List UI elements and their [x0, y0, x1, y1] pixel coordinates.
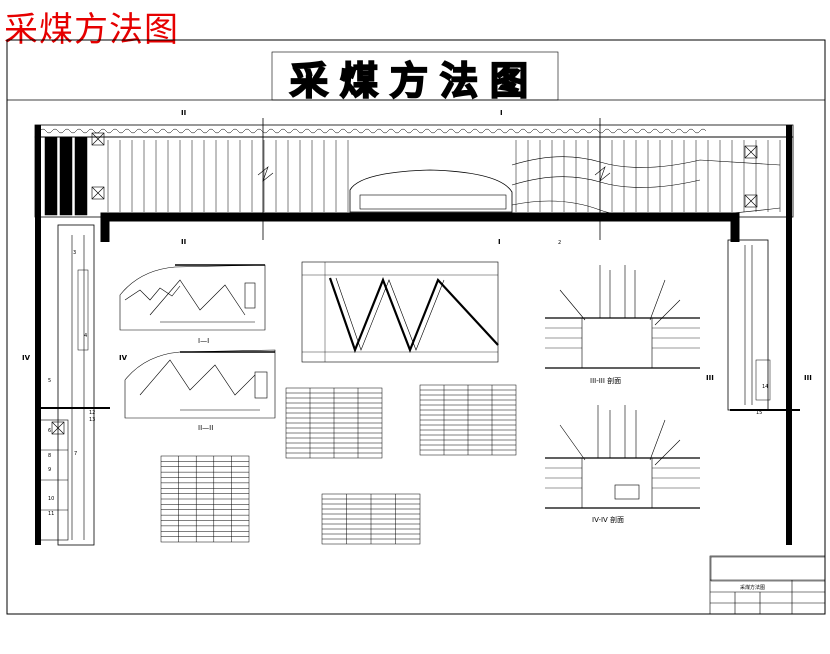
cross-section-2	[124, 349, 276, 419]
title-block-header	[710, 556, 826, 582]
view-label-4: IV-IV 剖面	[592, 516, 625, 524]
outer-border	[6, 39, 826, 615]
left-roadway	[57, 224, 95, 546]
callout-number: 3	[73, 250, 77, 256]
title-block	[709, 555, 826, 615]
callout-number: 9	[48, 467, 52, 473]
section-mark-right-a: III	[706, 374, 714, 382]
banner-title-frame: 采煤方法图	[272, 52, 558, 104]
roadway-cell	[59, 136, 73, 216]
section-mark-left-inner: IV	[119, 354, 128, 362]
section-mark-inner-left: II	[181, 238, 187, 246]
view-label-1: I—I	[198, 337, 210, 345]
callout-number: 5	[48, 378, 52, 384]
callout-number: 7	[74, 451, 78, 457]
callout-number: 11	[48, 511, 55, 517]
callout-number: 14	[762, 384, 769, 390]
callout-number: 8	[48, 453, 52, 459]
roof-hatching	[39, 128, 707, 134]
corner-title: 采煤方法图	[4, 10, 179, 50]
gateroad-frame	[100, 212, 740, 242]
section-4-drawing	[545, 405, 700, 509]
section-mark-top-left: II	[181, 109, 187, 117]
section-mark-top-right: I	[500, 109, 503, 117]
right-thick-wall	[786, 125, 792, 545]
callout-number: 12	[89, 410, 96, 416]
left-thick-wall	[35, 125, 41, 545]
banner-title: 采煤方法图	[289, 57, 540, 104]
section-mark-right-b: III	[804, 374, 812, 382]
title-block-name: 采煤方法图	[740, 585, 766, 591]
callout-number: 1	[425, 214, 429, 220]
section-3-drawing	[545, 265, 700, 369]
cross-section-1	[119, 264, 266, 331]
support-columns	[44, 136, 781, 216]
cross-boxes	[51, 132, 758, 435]
callout-number: 15	[756, 410, 763, 416]
view-label-2: II—II	[198, 424, 214, 432]
banner-frame	[271, 51, 559, 101]
view-label-3: III-III 剖面	[590, 377, 622, 385]
roadway-cell	[74, 136, 88, 216]
roadway-cell	[44, 136, 58, 216]
coal-pillar	[349, 169, 513, 213]
cycle-chart	[301, 261, 499, 363]
callout-number: 2	[558, 240, 562, 246]
callout-number: 10	[48, 496, 55, 502]
callout-number: 6	[48, 428, 52, 434]
section-mark-inner-right: I	[498, 238, 501, 246]
section-mark-left: IV	[22, 354, 31, 362]
spec-tables	[160, 384, 826, 582]
callout-number: 4	[84, 333, 88, 339]
roof-band	[34, 124, 794, 138]
callout-number: 13	[89, 417, 96, 423]
